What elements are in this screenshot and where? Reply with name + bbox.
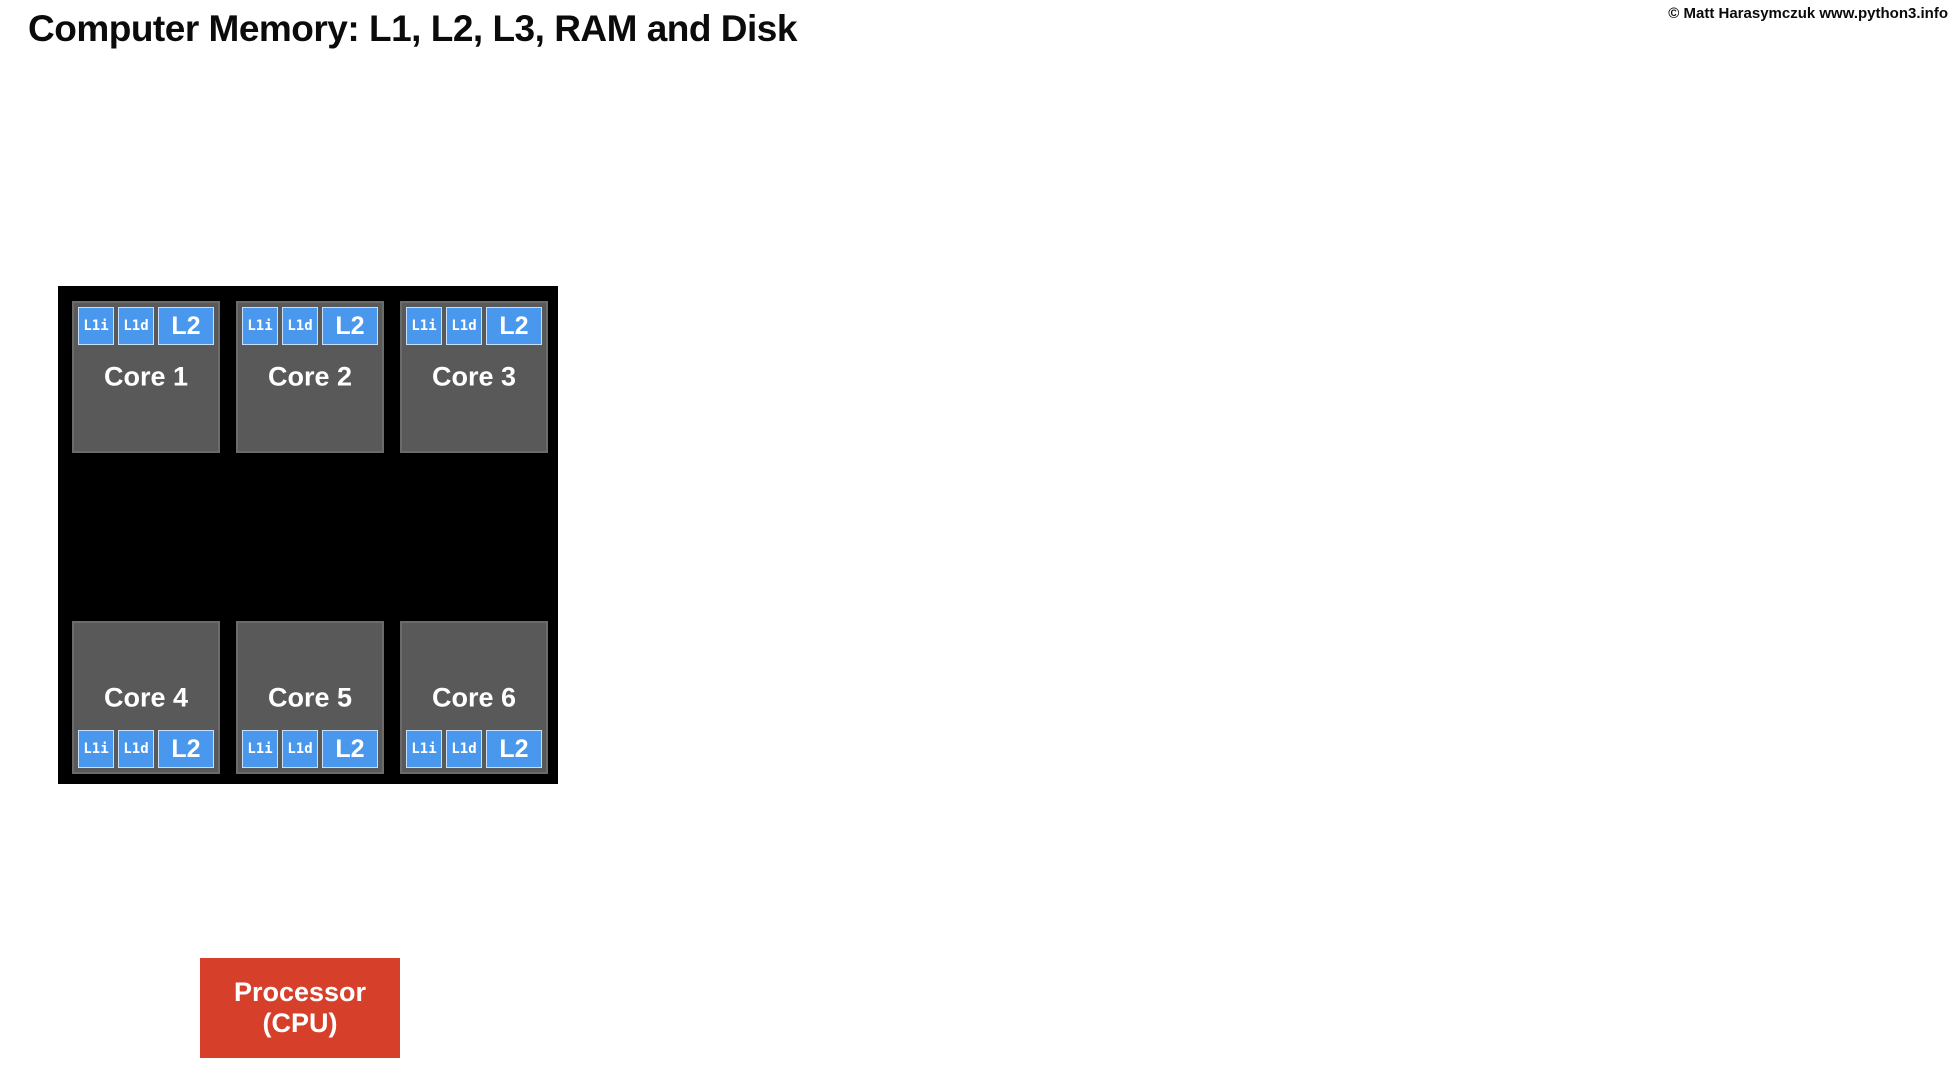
core-label: Core 1 <box>103 361 189 392</box>
core-label: Core 4 <box>103 682 189 712</box>
l2-cache: L2 <box>158 307 214 345</box>
processor-cpu-box: Processor (CPU) <box>200 958 400 1058</box>
l1i-cache: L1i <box>242 730 278 768</box>
core-group-5: L1i L1d L2 Core 5 <box>236 621 384 774</box>
cache-row: L1i L1d L2 <box>78 307 214 345</box>
l1i-cache: L1i <box>242 307 278 345</box>
core-label: Core 5 <box>267 682 353 712</box>
l2-cache: L2 <box>322 307 378 345</box>
page-title: Computer Memory: L1, L2, L3, RAM and Dis… <box>28 8 797 49</box>
l2-cache: L2 <box>158 730 214 768</box>
l1d-cache: L1d <box>446 307 482 345</box>
core-label: Core 2 <box>267 361 353 392</box>
l1d-cache: L1d <box>118 307 154 345</box>
l1i-cache: L1i <box>78 730 114 768</box>
core-group-1: L1i L1d L2 Core 1 <box>72 301 220 453</box>
l1i-cache: L1i <box>406 307 442 345</box>
cache-row: L1i L1d L2 <box>242 730 378 768</box>
l1d-cache: L1d <box>118 730 154 768</box>
core-group-2: L1i L1d L2 Core 2 <box>236 301 384 453</box>
cache-row: L1i L1d L2 <box>406 730 542 768</box>
core-label: Core 3 <box>431 361 517 392</box>
l2-cache: L2 <box>486 730 542 768</box>
cpu-die: L1i L1d L2 Core 1 L1i L1d L2 Core 2 L1i … <box>58 286 558 784</box>
l1d-cache: L1d <box>446 730 482 768</box>
processor-label-line2: (CPU) <box>262 1008 338 1038</box>
cache-row: L1i L1d L2 <box>78 730 214 768</box>
copyright-text: © Matt Harasymczuk www.python3.info <box>1668 5 1948 22</box>
l2-cache: L2 <box>322 730 378 768</box>
cache-row: L1i L1d L2 <box>242 307 378 345</box>
core-label: Core 6 <box>431 682 517 712</box>
core-group-4: L1i L1d L2 Core 4 <box>72 621 220 774</box>
l1i-cache: L1i <box>406 730 442 768</box>
core-group-3: L1i L1d L2 Core 3 <box>400 301 548 453</box>
l1d-cache: L1d <box>282 730 318 768</box>
core-group-6: L1i L1d L2 Core 6 <box>400 621 548 774</box>
l1i-cache: L1i <box>78 307 114 345</box>
processor-label-line1: Processor <box>233 977 367 1007</box>
cache-row: L1i L1d L2 <box>406 307 542 345</box>
l1d-cache: L1d <box>282 307 318 345</box>
l2-cache: L2 <box>486 307 542 345</box>
